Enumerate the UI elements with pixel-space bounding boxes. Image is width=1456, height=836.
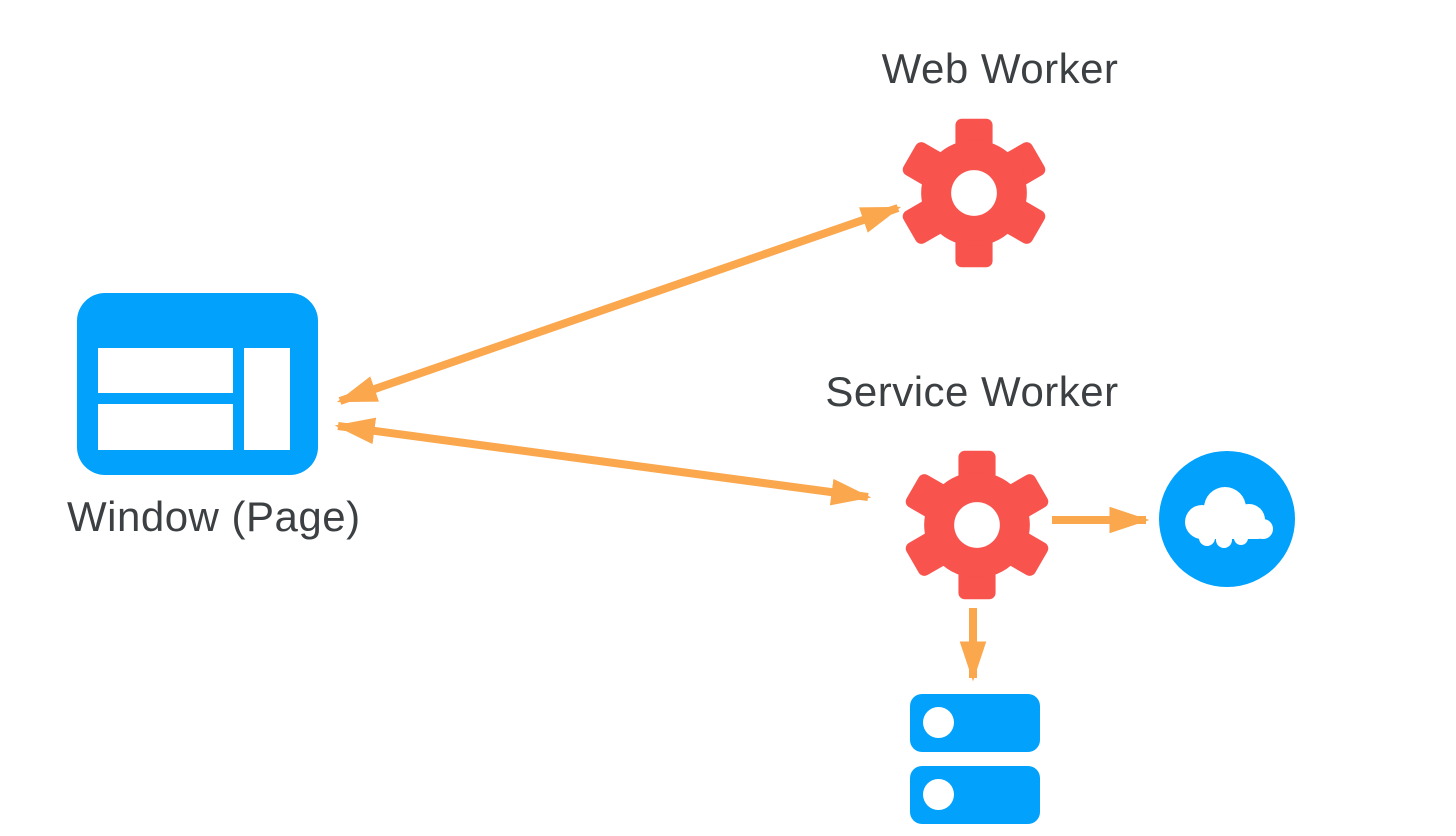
window-pane-bottom-left <box>98 404 233 450</box>
service-worker-label: Service Worker <box>825 368 1119 415</box>
storage-dot <box>923 707 954 738</box>
storage-dot <box>923 779 954 810</box>
window-page-label: Window (Page) <box>67 493 361 540</box>
service-worker-gear-icon <box>905 450 1049 600</box>
browser-window-icon <box>77 293 318 475</box>
cloud-icon <box>1159 451 1295 587</box>
web-worker-label: Web Worker <box>881 45 1119 92</box>
window-pane-right <box>244 348 290 450</box>
web-worker-gear-icon <box>902 118 1046 268</box>
arrow-window-webworker <box>336 204 902 405</box>
window-pane-top-left <box>98 348 233 393</box>
storage-row-bottom-icon <box>910 766 1040 824</box>
arrow-window-serviceworker <box>334 417 872 506</box>
storage-row-top-icon <box>910 694 1040 752</box>
